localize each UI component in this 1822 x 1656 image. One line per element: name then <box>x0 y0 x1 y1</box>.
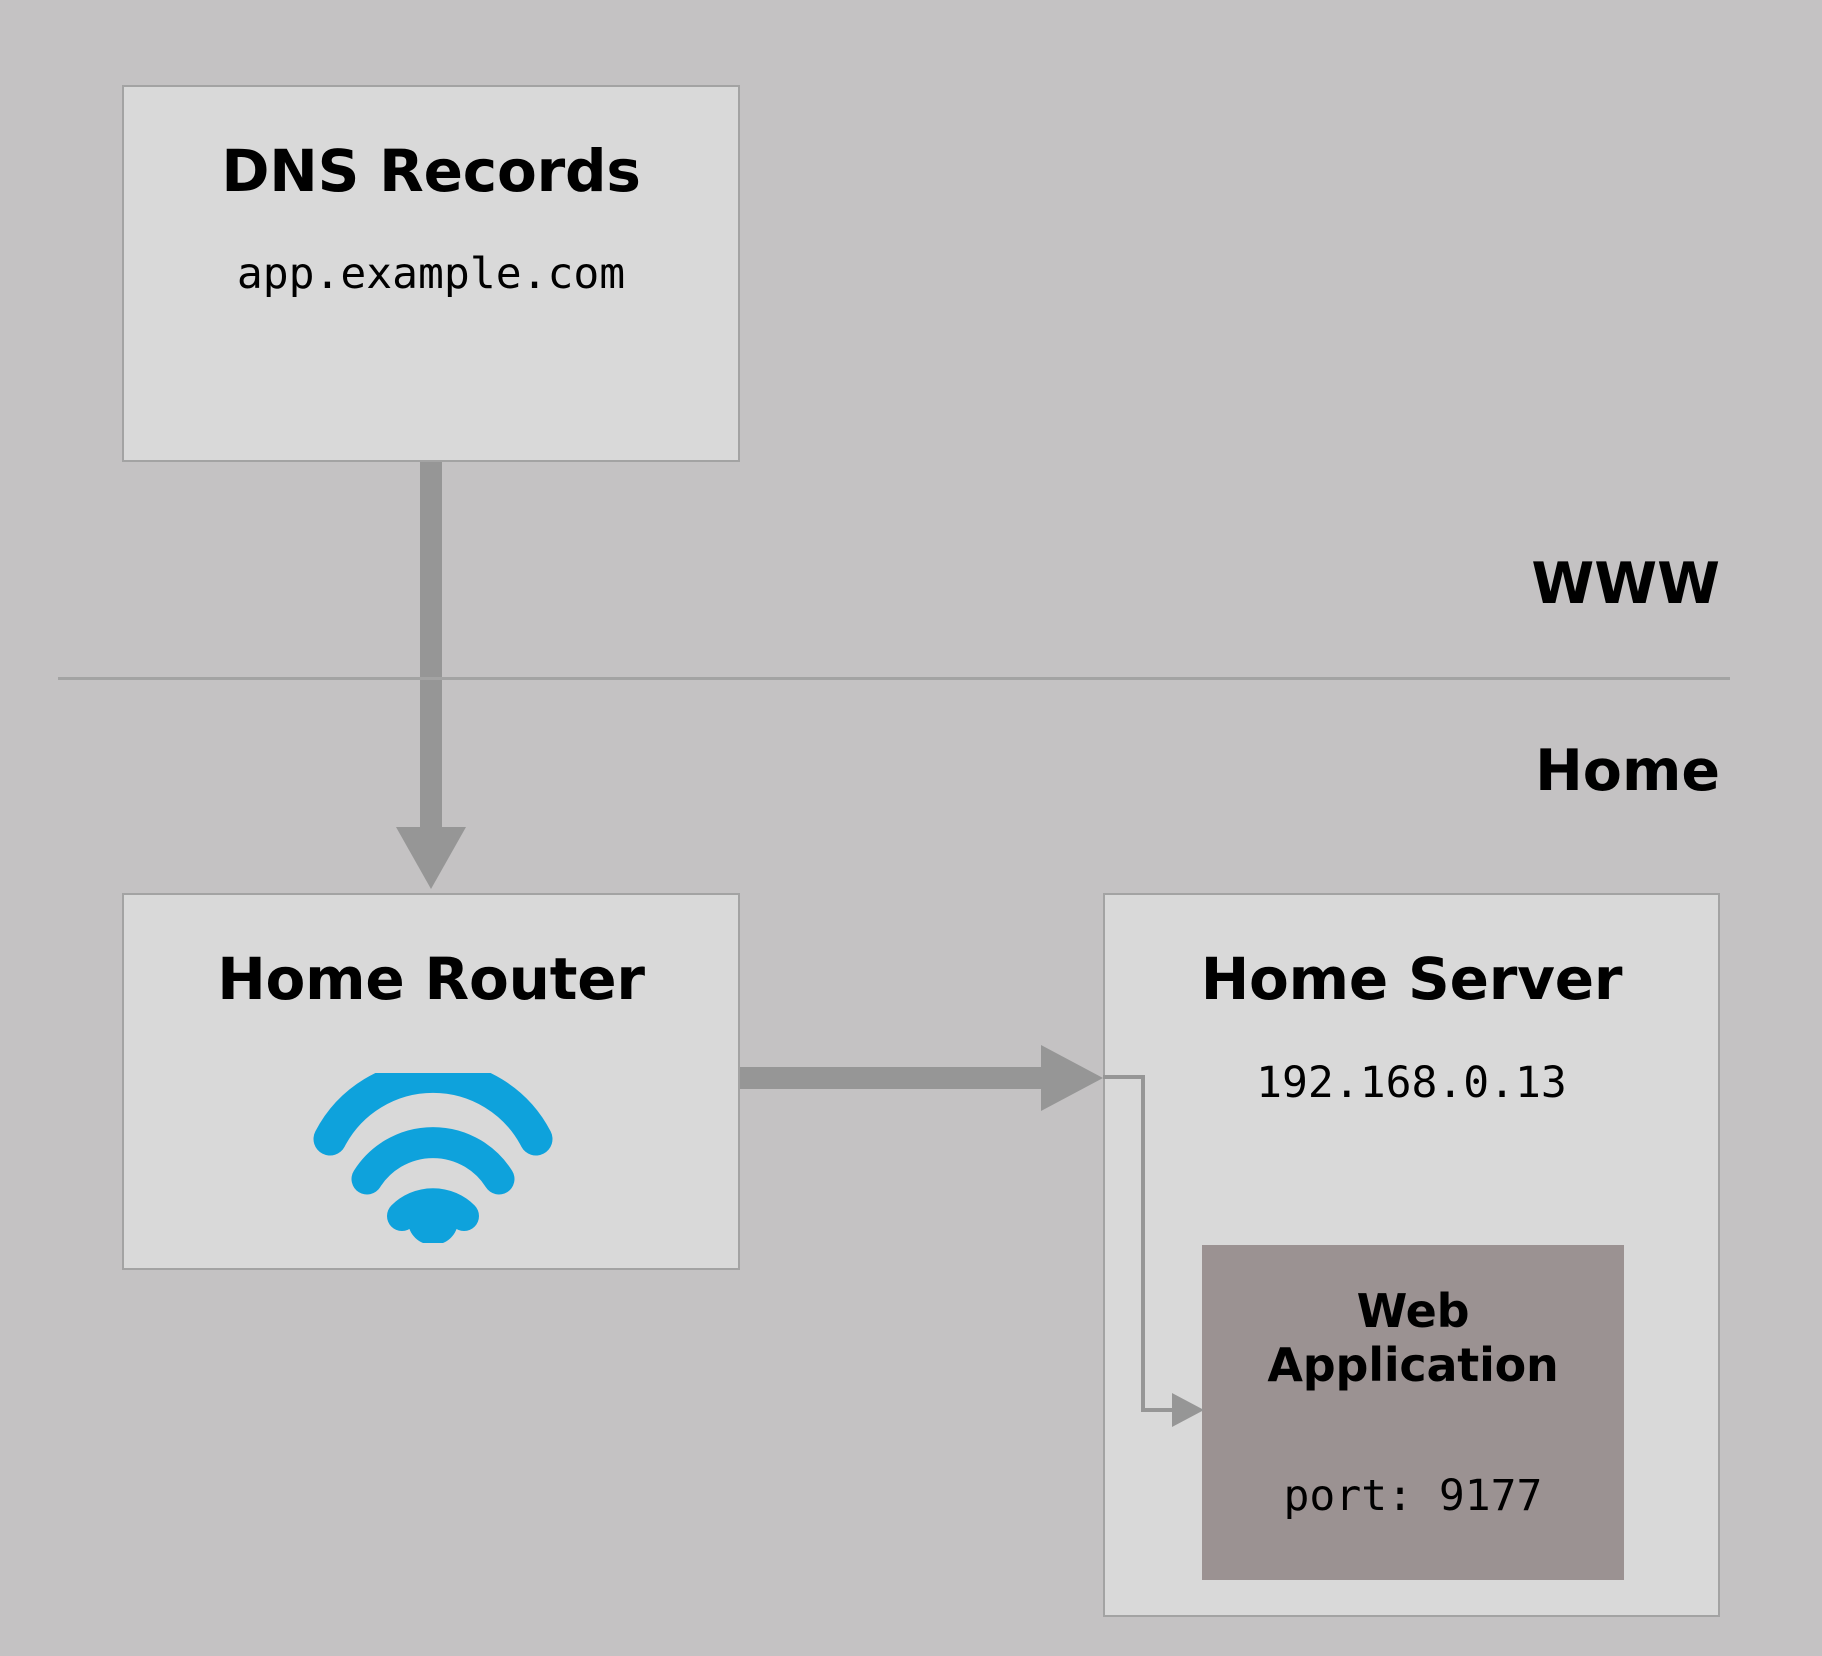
home-server-detail: 192.168.0.13 <box>1256 1058 1567 1108</box>
web-application-title-line2: Application <box>1267 1338 1559 1392</box>
zone-label-home: Home <box>1535 738 1720 804</box>
dns-records-title: DNS Records <box>221 137 641 205</box>
edge-server-to-webapp-segment-top <box>1103 1075 1145 1079</box>
edge-dns-to-router-line <box>420 462 442 828</box>
edge-dns-to-router-arrowhead <box>396 827 466 889</box>
node-web-application[interactable]: Web Application port: 9177 <box>1202 1245 1624 1580</box>
wifi-icon <box>312 1059 554 1245</box>
edge-router-to-server-arrowhead <box>1041 1045 1103 1111</box>
node-home-router[interactable]: Home Router <box>122 893 740 1270</box>
home-router-title: Home Router <box>217 945 645 1013</box>
web-application-detail: port: 9177 <box>1283 1471 1543 1521</box>
zone-label-www: WWW <box>1531 551 1720 617</box>
edge-server-to-webapp-segment-bottom <box>1141 1408 1177 1412</box>
node-dns-records[interactable]: DNS Records app.example.com <box>122 85 740 462</box>
edge-server-to-webapp-segment-vertical <box>1141 1075 1145 1412</box>
home-server-title: Home Server <box>1200 945 1623 1013</box>
zone-divider <box>58 677 1730 680</box>
node-home-server[interactable]: Home Server 192.168.0.13 Web Application… <box>1103 893 1720 1617</box>
web-application-title-line1: Web <box>1356 1284 1470 1338</box>
dns-records-detail: app.example.com <box>236 249 626 299</box>
edge-server-to-webapp-arrowhead <box>1172 1393 1204 1427</box>
edge-router-to-server-line <box>740 1067 1043 1089</box>
